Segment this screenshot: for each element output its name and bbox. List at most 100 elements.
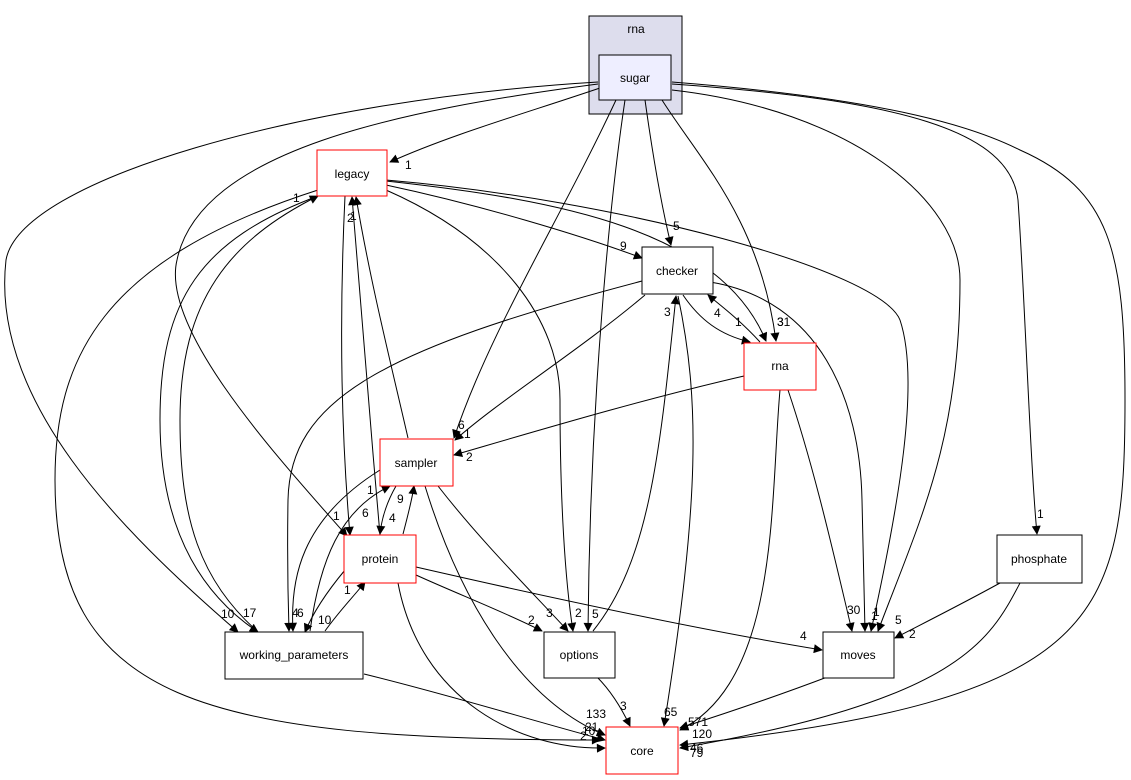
cluster-rna-label: rna [627, 22, 645, 36]
label-sampler-protein[interactable]: 4 [389, 511, 396, 525]
node-moves[interactable]: moves [822, 631, 895, 679]
node-protein[interactable]: protein [343, 534, 417, 584]
node-legacy[interactable]: legacy [316, 149, 388, 197]
node-core[interactable]: core [605, 726, 679, 775]
label-legacy-moves[interactable]: 1 [871, 609, 878, 623]
edge-phosphate-moves [894, 582, 1001, 639]
label-sampler-wp[interactable]: 6 [297, 606, 304, 620]
edge-rna-moves [787, 389, 855, 632]
label-wp-core[interactable]: 21 [585, 720, 599, 734]
node-working-parameters[interactable]: working_parameters [224, 631, 364, 680]
edge-options-checker [592, 295, 680, 632]
label-sugar-sampler[interactable]: 6 [458, 418, 465, 432]
edges [4, 81, 1126, 753]
edge-checker-sampler [454, 294, 646, 441]
edge-sugar-core [671, 81, 1126, 749]
node-checker-label: checker [656, 264, 698, 278]
edge-legacy-moves [385, 179, 909, 632]
label-checker-rna[interactable]: 1 [735, 315, 742, 329]
edge-legacy-options [385, 189, 577, 632]
edge-legacy-rna [385, 180, 768, 342]
edge-wp-legacy [179, 195, 319, 633]
edge-checker-core [660, 295, 694, 727]
label-rna-sampler[interactable]: 2 [466, 450, 473, 464]
label-legacy-checker[interactable]: 9 [620, 239, 627, 253]
edge-rna-core [679, 389, 781, 731]
label-sugar-options[interactable]: 5 [592, 607, 599, 621]
node-checker[interactable]: checker [641, 246, 714, 295]
node-rna[interactable]: rna [743, 342, 817, 391]
label-wp-legacy[interactable]: 1 [293, 191, 300, 205]
label-wp-sampler[interactable]: 1 [367, 483, 374, 497]
label-checker-moves[interactable]: 1 [873, 605, 880, 619]
edge-moves-core [679, 675, 831, 730]
label-moves-core[interactable]: 120 [692, 727, 712, 741]
label-protein-core[interactable]: 10 [582, 724, 596, 738]
label-legacy-rna[interactable]: 3 [777, 315, 784, 329]
label-sugar-legacy[interactable]: 1 [405, 158, 412, 172]
node-phosphate[interactable]: phosphate [996, 534, 1083, 584]
node-core-label: core [630, 744, 654, 758]
edge-wp-core [363, 673, 606, 743]
node-phosphate-label: phosphate [1011, 552, 1067, 566]
label-wp-protein[interactable]: 1 [344, 583, 351, 597]
node-sampler[interactable]: sampler [379, 438, 454, 487]
label-phosphate-moves[interactable]: 2 [909, 627, 916, 641]
node-moves-label: moves [840, 648, 875, 662]
node-options-label: options [560, 648, 599, 662]
label-sampler-core[interactable]: 133 [586, 707, 606, 721]
label-rna-checker[interactable]: 4 [714, 306, 721, 320]
label-rna-core[interactable]: 571 [688, 715, 708, 729]
edge-protein-core [397, 582, 606, 753]
edge-sampler-wp [288, 469, 381, 632]
label-sugar-protein[interactable]: 1 [333, 509, 340, 523]
edge-sugar-rna [661, 99, 780, 342]
label-sugar-rna[interactable]: 31 [777, 315, 791, 329]
edge-sugar-moves [671, 89, 961, 632]
label-protein-legacy[interactable]: 1 [350, 209, 357, 223]
label-sugar-phosphate[interactable]: 1 [1037, 507, 1044, 521]
label-sampler-legacy[interactable]: 2 [347, 211, 354, 225]
label-sugar-checker[interactable]: 5 [673, 219, 680, 233]
label-checker-wp[interactable]: 4 [292, 606, 299, 620]
label-legacy-protein[interactable]: 6 [362, 506, 369, 520]
edge-sampler-options [437, 485, 569, 632]
label-legacy-core[interactable]: 2 [580, 729, 587, 743]
label-options-core[interactable]: 3 [620, 699, 627, 713]
edge-sugar-wp [4, 81, 599, 633]
label-protein-sampler[interactable]: 9 [397, 492, 404, 506]
edge-sugar-checker [644, 99, 674, 246]
edge-phosphate-core [679, 582, 1021, 752]
node-sugar[interactable]: sugar [598, 54, 672, 101]
label-sugar-wp[interactable]: 10 [221, 607, 235, 621]
edge-wp-protein [324, 581, 366, 632]
edge-sugar-sampler [452, 99, 617, 439]
edge-wp-sampler [309, 485, 391, 632]
edge-sugar-options [583, 99, 626, 632]
label-rna-moves[interactable]: 30 [847, 603, 861, 617]
node-protein-label: protein [362, 552, 399, 566]
edge-protein-options [415, 574, 543, 632]
label-checker-sampler[interactable]: 1 [464, 427, 471, 441]
label-protein-options[interactable]: 2 [528, 613, 535, 627]
label-sugar-core[interactable]: 79 [690, 746, 704, 760]
label-protein-wp[interactable]: 10 [318, 613, 332, 627]
label-legacy-wp[interactable]: 17 [243, 606, 257, 620]
label-options-checker[interactable]: 3 [664, 305, 671, 319]
edge-sugar-protein [174, 83, 599, 537]
edge-checker-rna [682, 294, 751, 345]
label-sampler-options[interactable]: 3 [546, 606, 553, 620]
node-legacy-label: legacy [335, 167, 370, 181]
label-legacy-options[interactable]: 2 [575, 606, 582, 620]
node-sampler-label: sampler [395, 456, 438, 470]
edge-rna-checker [707, 294, 761, 343]
edge-sampler-core [424, 485, 606, 737]
node-options[interactable]: options [543, 631, 616, 679]
label-phosphate-core[interactable]: 46 [690, 741, 704, 755]
label-protein-moves[interactable]: 4 [800, 629, 807, 643]
edge-sampler-legacy [352, 196, 409, 439]
label-sugar-moves[interactable]: 5 [895, 613, 902, 627]
label-checker-core[interactable]: 65 [664, 705, 678, 719]
edge-legacy-wp [159, 195, 319, 633]
edge-rna-sampler [453, 375, 745, 458]
